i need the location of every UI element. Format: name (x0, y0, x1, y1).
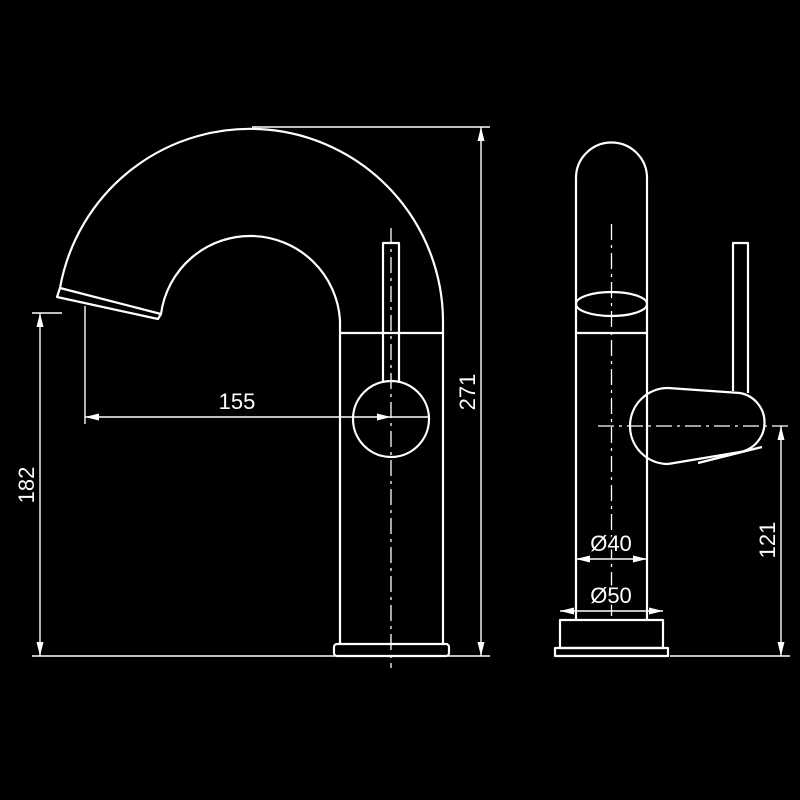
side-base-plate (553, 646, 670, 658)
dim-overall-height-label: 271 (455, 374, 480, 411)
spout-inner-arc (159, 234, 342, 321)
spout-outer-arc (58, 127, 445, 321)
arrow-up (777, 426, 785, 440)
handle-hub-bottom-edge (667, 450, 741, 466)
arrow-down (777, 642, 785, 656)
arrow-up (477, 127, 485, 141)
side-lever-stem (731, 241, 750, 393)
arrow-left (576, 555, 590, 563)
dim-spout-reach-label: 155 (219, 389, 256, 414)
dim-body-diameter-label: Ø40 (590, 531, 632, 556)
arrow-down (477, 642, 485, 656)
arrow-right (633, 555, 647, 563)
dim-spout-height-label: 182 (14, 467, 39, 504)
dim-spout-reach: 155 (84, 306, 428, 424)
handle-hub-accent-line (697, 445, 763, 465)
spout-mouth (55, 286, 163, 321)
arrow-left (560, 607, 574, 615)
dim-handle-height: 121 (670, 426, 790, 657)
arrow-left (85, 413, 99, 421)
arrow-right (377, 413, 391, 421)
dim-handle-height-label: 121 (755, 522, 780, 559)
side-body-outline (574, 141, 649, 620)
side-view (553, 141, 790, 658)
handle-hub-right-cap (739, 391, 766, 454)
dim-body-diameter: Ø40 (576, 529, 647, 563)
side-base-flange (558, 618, 665, 650)
dim-base-diameter-label: Ø50 (590, 583, 632, 608)
front-view (55, 127, 451, 668)
arrow-up (36, 313, 44, 327)
dim-base-diameter: Ø50 (560, 581, 663, 615)
arrow-right (649, 607, 663, 615)
arrow-down (36, 642, 44, 656)
dimensions: 155 182 271 121 (12, 126, 790, 657)
handle-hub-top-edge (667, 386, 741, 395)
dim-spout-height: 182 (12, 312, 490, 657)
dim-overall-height: 271 (252, 126, 490, 656)
